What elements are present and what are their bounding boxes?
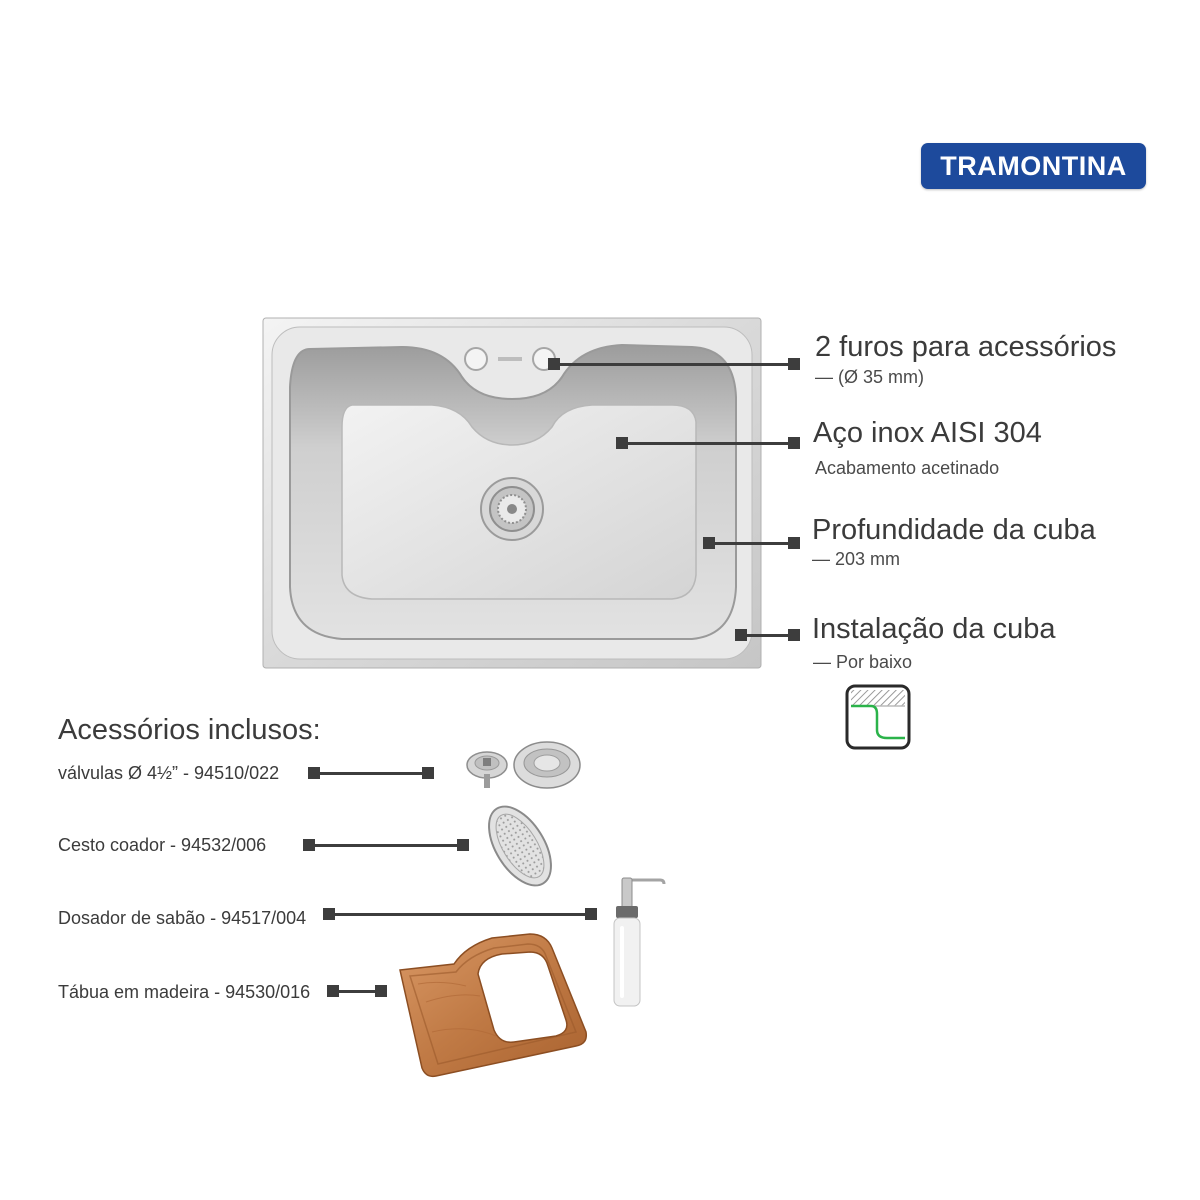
- accessory-connector-end: [375, 985, 387, 997]
- spec-connector-line: [709, 542, 794, 545]
- spec-depth-title: Profundidade da cuba: [812, 514, 1096, 546]
- accessory-connector-end: [457, 839, 469, 851]
- accessory-connector-line: [309, 844, 459, 847]
- spec-material-sub: Acabamento acetinado: [815, 458, 1000, 478]
- spec-connector-line: [622, 442, 794, 445]
- accessory-connector-end: [585, 908, 597, 920]
- accessory-label-soap: Dosador de sabão - 94517/004: [58, 908, 307, 928]
- spec-depth-sub: — 203 mm: [812, 549, 901, 569]
- stainless-sink-image: [262, 317, 762, 669]
- accessory-connector-line: [333, 990, 381, 993]
- spec-holes-title: 2 furos para acessórios: [815, 331, 1117, 363]
- spec-connector-end: [788, 537, 800, 549]
- spec-connector-line: [741, 634, 794, 637]
- brand-logo: TRAMONTINA: [921, 143, 1146, 189]
- accessory-connector-end: [422, 767, 434, 779]
- drain-valves-image: [466, 741, 581, 789]
- spec-installation-title: Instalação da cuba: [812, 613, 1056, 645]
- spec-connector-end: [788, 358, 800, 370]
- spec-connector-end: [788, 437, 800, 449]
- strainer-basket-image: [488, 805, 552, 887]
- soap-dispenser-image: [613, 877, 666, 1007]
- wooden-board-image: [399, 933, 588, 1078]
- accessory-label-board: Tábua em madeira - 94530/016: [58, 982, 311, 1002]
- accessory-connector-line: [314, 772, 428, 775]
- spec-connector-end: [788, 629, 800, 641]
- spec-material-title: Aço inox AISI 304: [813, 417, 1042, 449]
- accessories-heading: Acessórios inclusos:: [58, 714, 321, 746]
- spec-connector-line: [554, 363, 794, 366]
- spec-holes-sub: — (Ø 35 mm): [815, 367, 925, 387]
- accessory-label-valves: válvulas Ø 4½” - 94510/022: [58, 763, 280, 783]
- accessory-connector-line: [329, 913, 587, 916]
- spec-installation-sub: — Por baixo: [813, 652, 913, 672]
- undermount-installation-icon: [845, 684, 911, 750]
- accessory-label-basket: Cesto coador - 94532/006: [58, 835, 267, 855]
